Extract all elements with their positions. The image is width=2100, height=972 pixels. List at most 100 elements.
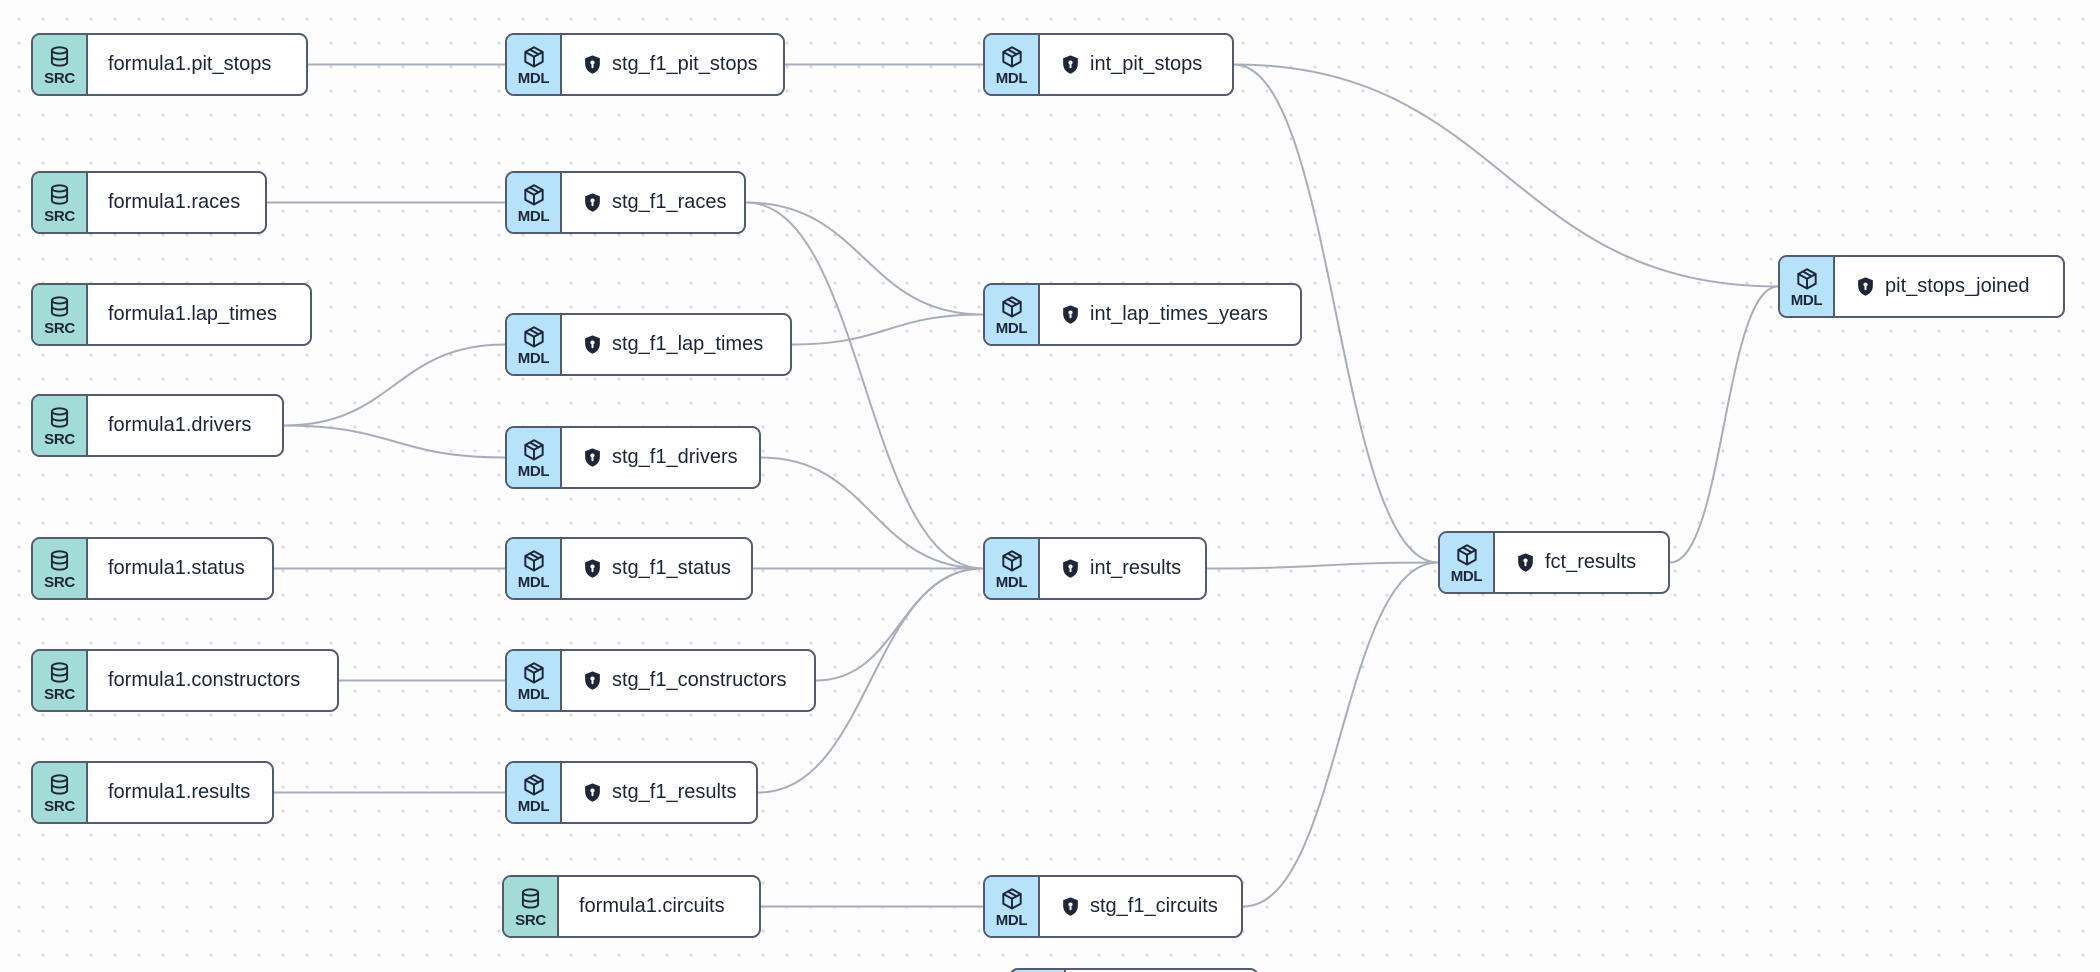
database-icon: [47, 773, 72, 798]
node-body: formula1.pit_stops: [88, 35, 285, 94]
database-icon: [47, 45, 72, 70]
edge-fct_results-to-pit_stops_joined: [1669, 285, 1779, 564]
node-pit_stops_joined[interactable]: MDL pit_stops_joined: [1778, 255, 2065, 318]
node-body: int_results: [1040, 539, 1195, 598]
node-badge: MDL: [1790, 292, 1823, 309]
node-label: stg_f1_circuits: [1090, 895, 1218, 917]
node-label: stg_f1_races: [612, 191, 727, 213]
node-badge: SRC: [44, 573, 75, 591]
edge-src_drivers-to-stg_f1_drivers: [283, 424, 506, 459]
cube-icon: [999, 294, 1025, 320]
model-icon-section: MDL: [1780, 257, 1835, 316]
node-stg_f1_constructors[interactable]: MDL stg_f1_constructors: [505, 649, 816, 712]
cube-icon: [999, 44, 1025, 70]
edge-src_drivers-to-stg_f1_lap_times: [283, 343, 506, 427]
source-icon-section: SRC: [33, 651, 88, 710]
shield-lock-icon: [1063, 559, 1078, 578]
node-stg_f1_drivers[interactable]: MDL stg_f1_drivers: [505, 426, 761, 489]
node-src_status[interactable]: SRC formula1.status: [31, 537, 274, 600]
shield-lock-icon: [585, 783, 600, 802]
node-body: formula1.circuits: [559, 877, 739, 936]
edge-stg_f1_lap_times-to-int_lap_times_years: [791, 313, 984, 346]
shield-lock-icon: [585, 559, 600, 578]
model-icon-section: MDL: [507, 315, 562, 374]
node-badge: MDL: [995, 320, 1028, 337]
node-stg_f1_circuits[interactable]: MDL stg_f1_circuits: [983, 875, 1243, 938]
node-label: formula1.races: [108, 191, 241, 213]
node-stg_f1_lap_times[interactable]: MDL stg_f1_lap_times: [505, 313, 792, 376]
node-label: formula1.results: [108, 781, 251, 803]
cube-icon: [521, 44, 547, 70]
node-label: fct_results: [1545, 551, 1637, 573]
edge-stg_f1_races-to-int_results: [745, 201, 984, 570]
node-badge: MDL: [995, 70, 1028, 87]
source-icon-section: SRC: [33, 35, 88, 94]
node-label: pit_stops_joined: [1885, 275, 2030, 297]
edge-int_pit_stops-to-fct_results: [1233, 63, 1439, 564]
node-fct_results[interactable]: MDL fct_results: [1438, 531, 1670, 594]
node-stg_f1_status[interactable]: MDL stg_f1_status: [505, 537, 753, 600]
node-badge: SRC: [44, 797, 75, 815]
node-badge: MDL: [1450, 568, 1483, 585]
node-body: formula1.drivers: [88, 396, 265, 455]
node-int_results[interactable]: MDL int_results: [983, 537, 1207, 600]
node-badge: SRC: [44, 319, 75, 337]
node-body: stg_f1_races: [562, 173, 741, 232]
source-icon-section: SRC: [33, 763, 88, 822]
edge-stg_f1_constructors-to-int_results: [815, 567, 984, 682]
node-label: int_pit_stops: [1090, 53, 1203, 75]
model-icon-section: MDL: [507, 763, 562, 822]
shield-lock-icon: [585, 671, 600, 690]
node-label: formula1.status: [108, 557, 245, 579]
node-label: stg_f1_drivers: [612, 446, 738, 468]
edge-stg_f1_circuits-to-fct_results: [1242, 561, 1439, 908]
cube-icon: [521, 324, 547, 350]
database-icon: [47, 549, 72, 574]
node-body: stg_f1_lap_times: [562, 315, 777, 374]
node-src_pit_stops[interactable]: SRC formula1.pit_stops: [31, 33, 308, 96]
model-icon-section: MDL: [985, 539, 1040, 598]
model-icon-section: MDL: [507, 651, 562, 710]
node-body: stg_f1_constructors: [562, 651, 801, 710]
node-badge: MDL: [517, 574, 550, 591]
cube-icon: [521, 182, 547, 208]
source-icon-section: SRC: [504, 877, 559, 936]
model-icon-section: MDL: [507, 35, 562, 94]
model-icon-section: MDL: [985, 877, 1040, 936]
node-badge: MDL: [517, 463, 550, 480]
node-label: formula1.pit_stops: [108, 53, 272, 75]
node-body: stg_f1_pit_stops: [562, 35, 772, 94]
cube-icon: [1794, 266, 1820, 292]
node-body: formula1.constructors: [88, 651, 314, 710]
node-badge: MDL: [995, 912, 1028, 929]
node-cropped_node_below[interactable]: [1009, 968, 1259, 972]
node-badge: SRC: [44, 207, 75, 225]
node-int_pit_stops[interactable]: MDL int_pit_stops: [983, 33, 1234, 96]
node-label: stg_f1_status: [612, 557, 731, 579]
node-src_lap_times[interactable]: SRC formula1.lap_times: [31, 283, 312, 346]
edge-stg_f1_results-to-int_results: [757, 567, 984, 794]
cube-icon: [521, 548, 547, 574]
node-label: formula1.lap_times: [108, 303, 277, 325]
shield-lock-icon: [1063, 305, 1078, 324]
node-label: stg_f1_lap_times: [612, 333, 764, 355]
node-label: formula1.constructors: [108, 669, 301, 691]
node-label: stg_f1_constructors: [612, 669, 787, 691]
node-src_constructors[interactable]: SRC formula1.constructors: [31, 649, 339, 712]
shield-lock-icon: [1063, 897, 1078, 916]
cube-icon: [1454, 542, 1480, 568]
node-badge: MDL: [995, 574, 1028, 591]
database-icon: [47, 183, 72, 208]
model-icon-section: MDL: [985, 285, 1040, 344]
node-src_results[interactable]: SRC formula1.results: [31, 761, 274, 824]
node-src_races[interactable]: SRC formula1.races: [31, 171, 267, 234]
node-label: int_results: [1090, 557, 1182, 579]
model-icon-section: MDL: [985, 35, 1040, 94]
